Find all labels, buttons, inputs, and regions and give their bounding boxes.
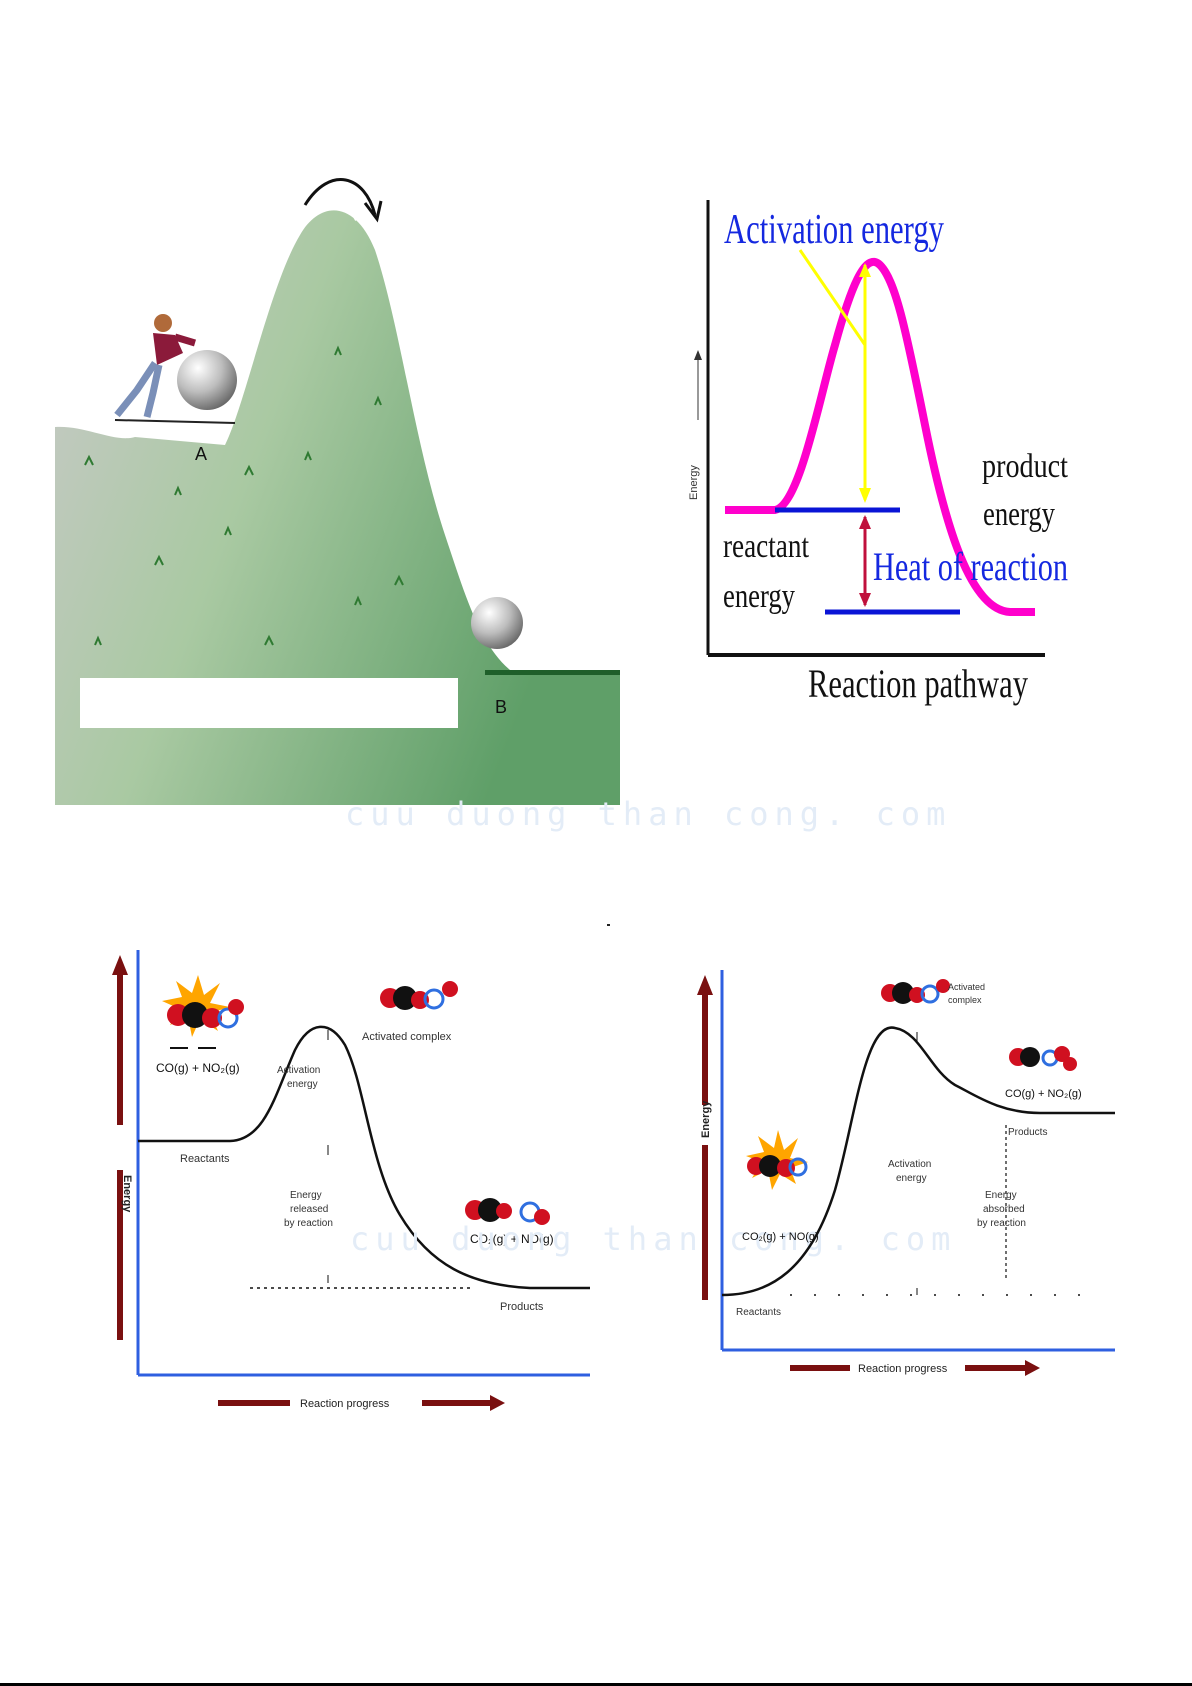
label-b: B: [495, 697, 507, 717]
activation-energy-label-2: energy: [896, 1173, 927, 1184]
hill-slope: [55, 210, 620, 805]
product-energy-label-1: product: [982, 448, 1068, 485]
reactants-formula: CO(g) + NO₂(g): [156, 1061, 240, 1075]
activated-complex-label-2: complex: [948, 995, 982, 1005]
energy-released-label-1: Energy: [290, 1190, 322, 1201]
x-axis-label: Reaction progress: [858, 1363, 948, 1375]
blank-caption-box: [80, 678, 458, 728]
watermark-bottom: cuu duong than cong. com: [350, 1220, 957, 1258]
energy-absorbed-label-1: Energy: [985, 1190, 1017, 1201]
energy-absorbed-label-3: by reaction: [977, 1218, 1026, 1229]
activation-energy-label-2: energy: [287, 1079, 318, 1090]
reactants-label: Reactants: [180, 1153, 230, 1165]
x-axis-label: Reaction progress: [300, 1398, 390, 1410]
energy-absorbed-label-2: absorbed: [983, 1204, 1025, 1215]
activation-energy-label-1: Activation: [277, 1065, 320, 1076]
energy-released-label-2: released: [290, 1204, 328, 1215]
grass-tufts: [84, 345, 404, 646]
product-energy-label-2: energy: [983, 496, 1055, 533]
activated-complex-molecule-icon: [881, 979, 950, 1004]
top-formula-molecule-icon: [1009, 1046, 1077, 1071]
energy-released-label-3: by reaction: [284, 1218, 333, 1229]
activated-complex-molecule-icon: [380, 981, 458, 1010]
reaction-curve: [138, 1025, 590, 1290]
activation-energy-diagram: Energy Activation energy product energy …: [688, 200, 1068, 706]
boulder-a: [177, 350, 237, 410]
endothermic-energy-diagram: Energy Reaction progress Activated compl…: [697, 970, 1115, 1376]
reaction-curve: [721, 1026, 1115, 1297]
y-axis-label: Energy: [700, 1100, 712, 1138]
peak-path-arrow: [303, 178, 377, 216]
activation-pointer: [798, 249, 867, 346]
heat-of-reaction-label: Heat of reaction: [873, 544, 1068, 589]
exothermic-energy-diagram: Energy Reaction progress CO(g) + NO₂(g) …: [112, 950, 590, 1411]
reactant-collision-molecule-icon: [746, 1130, 808, 1190]
reactants-label: Reactants: [736, 1307, 781, 1318]
reactant-collision-molecule-icon: [162, 975, 244, 1037]
y-axis-label: Energy: [688, 465, 700, 500]
person-pushing-icon: [114, 314, 197, 418]
reactant-energy-label-1: reactant: [723, 528, 809, 565]
activation-energy-label-1: Activation: [888, 1159, 931, 1170]
activated-complex-label: Activated complex: [362, 1031, 452, 1043]
label-a: A: [195, 444, 207, 464]
hill-illustration: A B: [55, 178, 620, 805]
reaction-pathway-label: Reaction pathway: [808, 661, 1028, 706]
products-molecule-icon: [465, 1198, 550, 1225]
products-label: Products: [1008, 1127, 1047, 1138]
products-label: Products: [500, 1301, 544, 1313]
stray-dot: [607, 924, 610, 926]
watermark-top: cuu duong than cong. com: [345, 795, 952, 833]
reaction-curve: [725, 258, 1035, 616]
activated-complex-label-1: Activated: [948, 982, 985, 992]
bottom-formula: CO₂(g) + NO(g): [742, 1231, 819, 1243]
reactant-energy-label-2: energy: [723, 578, 795, 615]
products-formula: CO₂(g) + NO(g): [470, 1232, 554, 1246]
boulder-b: [471, 597, 523, 649]
top-formula: CO(g) + NO₂(g): [1005, 1088, 1082, 1100]
activation-energy-label: Activation energy: [724, 207, 944, 253]
bottom-border: [0, 1683, 1192, 1686]
y-axis-label: Energy: [121, 1175, 133, 1213]
